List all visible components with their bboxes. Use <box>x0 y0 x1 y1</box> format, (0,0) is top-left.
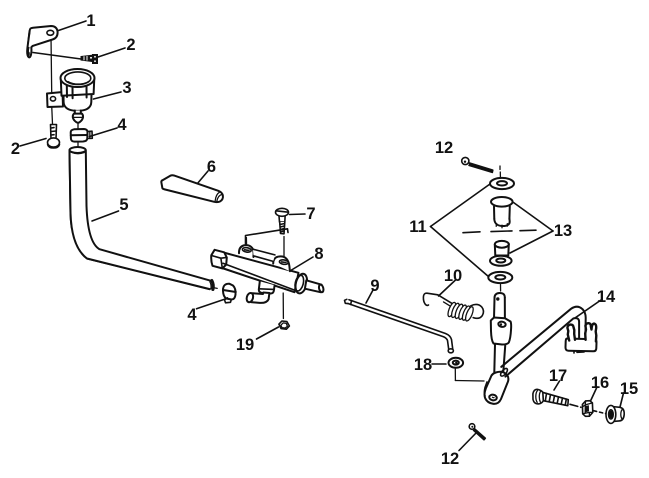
svg-text:10: 10 <box>444 267 462 285</box>
svg-text:3: 3 <box>122 79 131 97</box>
svg-text:2: 2 <box>126 36 135 54</box>
svg-text:9: 9 <box>370 277 379 295</box>
svg-text:14: 14 <box>597 288 616 306</box>
svg-text:6: 6 <box>207 158 216 176</box>
svg-text:17: 17 <box>549 367 567 385</box>
svg-text:16: 16 <box>591 374 609 392</box>
svg-text:18: 18 <box>414 356 432 374</box>
svg-text:11: 11 <box>409 218 426 236</box>
svg-text:8: 8 <box>314 245 323 263</box>
svg-text:4: 4 <box>187 306 197 324</box>
svg-text:4: 4 <box>117 116 127 134</box>
svg-text:2: 2 <box>11 140 20 158</box>
svg-text:13: 13 <box>554 222 572 240</box>
svg-text:5: 5 <box>119 196 128 214</box>
svg-text:12: 12 <box>435 139 453 157</box>
svg-text:15: 15 <box>620 380 638 398</box>
svg-text:1: 1 <box>86 12 95 30</box>
svg-text:12: 12 <box>441 450 459 468</box>
svg-text:7: 7 <box>306 205 315 223</box>
svg-text:19: 19 <box>236 336 254 354</box>
